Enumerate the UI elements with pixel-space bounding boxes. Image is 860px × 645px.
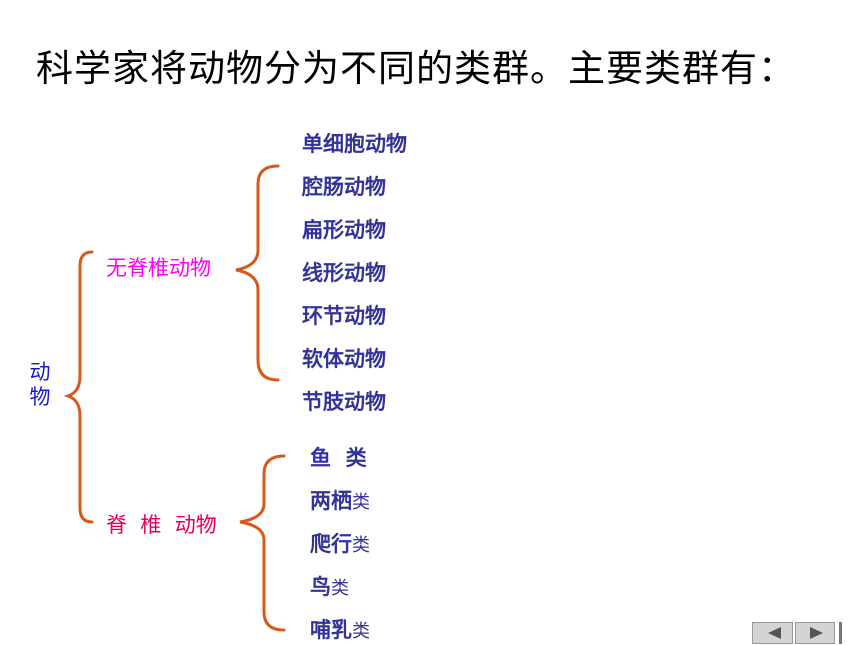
vertebrate-item: 鸟类 — [310, 571, 349, 601]
root-label-animals: 动 物 — [28, 360, 52, 410]
vertebrate-item-main: 鸟 — [310, 575, 331, 599]
main-brace — [63, 250, 94, 524]
invertebrates-label: 无脊椎动物 — [106, 256, 211, 280]
invertebrate-brace — [235, 164, 280, 382]
root-label-line1: 动 — [29, 360, 51, 384]
invertebrate-item: 扁形动物 — [302, 218, 386, 242]
invertebrate-item: 线形动物 — [302, 261, 386, 285]
vertebrate-item: 两栖类 — [310, 485, 370, 515]
vertebrate-item-main: 爬行 — [310, 532, 352, 556]
vertebrate-brace — [239, 454, 286, 632]
prev-slide-button[interactable] — [752, 622, 793, 644]
vertebrate-item-suffix: 类 — [331, 578, 349, 599]
invertebrate-item: 环节动物 — [302, 304, 386, 328]
vertebrate-item-suffix: 类 — [352, 621, 370, 642]
nav-end-bar — [839, 622, 842, 644]
vertebrate-item-main: 哺乳 — [310, 618, 352, 642]
invertebrate-item: 节肢动物 — [302, 390, 386, 414]
vertebrate-item: 鱼 类 — [310, 442, 367, 472]
slide-nav — [752, 622, 842, 644]
vertebrate-item-main: 两栖 — [310, 489, 352, 513]
vertebrate-item-suffix: 类 — [352, 535, 370, 556]
next-slide-button[interactable] — [794, 622, 836, 644]
triangle-left-icon — [768, 627, 781, 639]
invertebrate-item: 腔肠动物 — [302, 175, 386, 199]
vertebrate-item-suffix: 类 — [352, 492, 370, 513]
vertebrate-item: 爬行类 — [310, 528, 370, 558]
slide-title: 科学家将动物分为不同的类群。主要类群有： — [36, 47, 796, 90]
vertebrates-label: 脊 椎 动物 — [106, 513, 217, 537]
invertebrate-item: 单细胞动物 — [302, 132, 407, 156]
root-label-line2: 物 — [29, 385, 51, 409]
vertebrate-item: 哺乳类 — [310, 614, 370, 644]
vertebrate-item-main: 鱼 类 — [310, 446, 367, 470]
triangle-right-icon — [809, 627, 823, 639]
invertebrate-item: 软体动物 — [302, 347, 386, 371]
